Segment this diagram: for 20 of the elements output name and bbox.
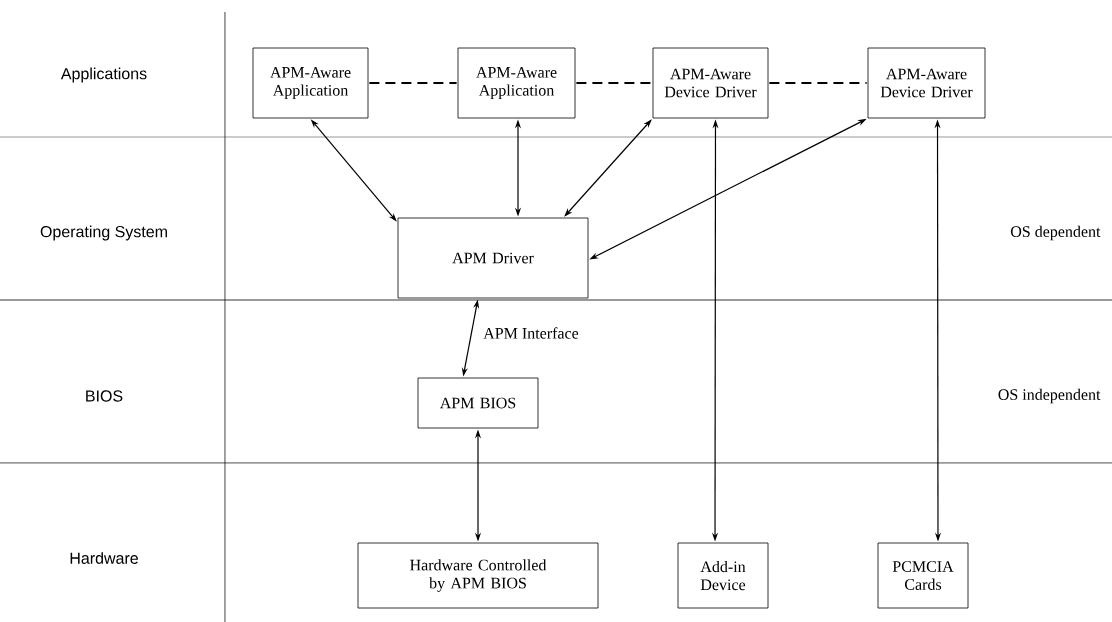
process-box: APM-Aware Application xyxy=(252,47,369,119)
process-box: Hardware Controlled by APM BIOS xyxy=(357,542,599,609)
layer-label: Applications xyxy=(60,67,147,83)
process-box: PCMCIA Cards xyxy=(877,542,969,609)
scope-label: OS independent xyxy=(998,388,1101,404)
dashed-line xyxy=(368,82,458,84)
edge-label: APM Interface xyxy=(482,326,580,340)
layer-label: Operating System xyxy=(40,225,167,241)
arrow xyxy=(564,119,652,217)
process-box: APM BIOS xyxy=(417,377,539,429)
layer-label: BIOS xyxy=(86,390,123,402)
process-box: APM-Aware Device Driver xyxy=(652,47,769,119)
dashed-line xyxy=(575,82,653,84)
process-box: APM-Aware Device Driver xyxy=(867,47,986,119)
dashed-line xyxy=(768,82,868,84)
process-box: Add-in Device xyxy=(677,542,769,609)
process-box: APM Driver xyxy=(397,217,589,299)
scope-label: OS dependent xyxy=(1010,225,1101,241)
layer-label: Hardware xyxy=(70,552,138,564)
process-box: APM-Aware Application xyxy=(457,47,576,119)
